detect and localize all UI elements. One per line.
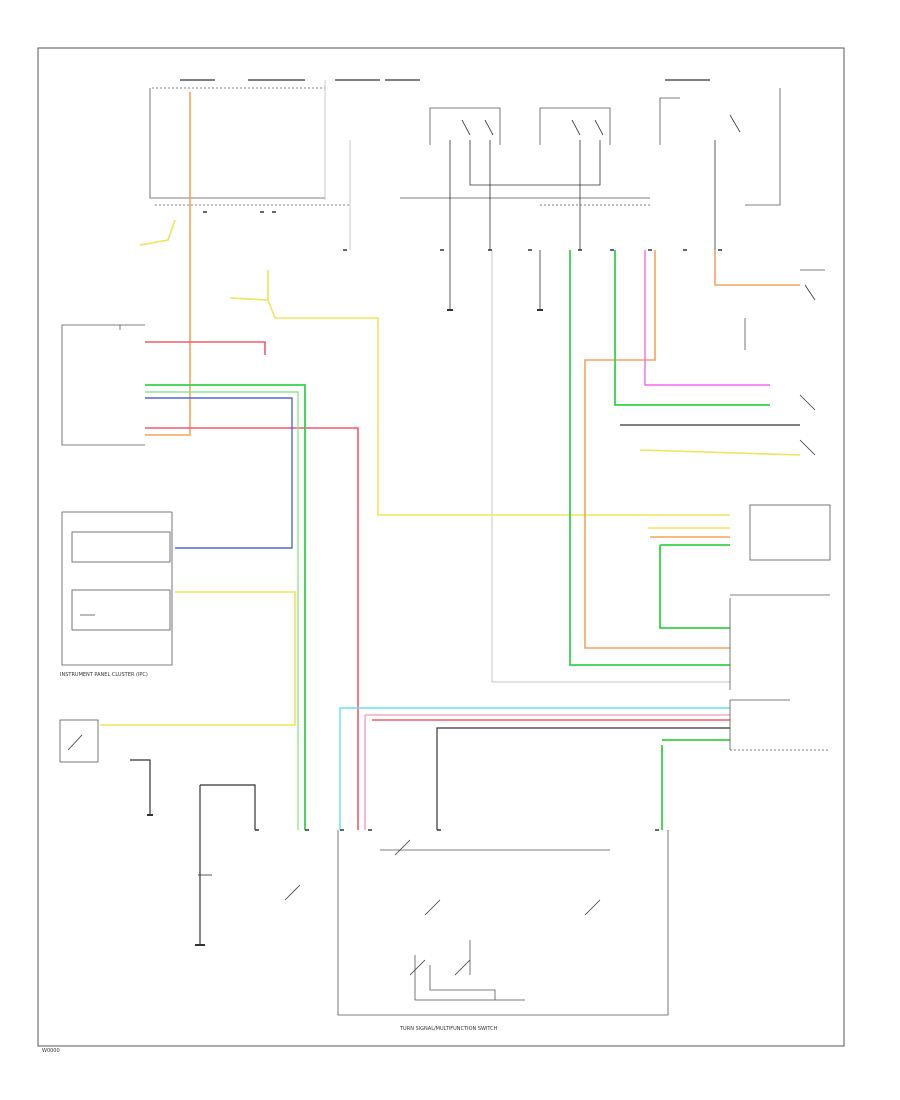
right-switches bbox=[799, 284, 816, 456]
magenta-wires bbox=[644, 250, 770, 386]
fuse-block-top bbox=[149, 79, 781, 206]
blue-wires bbox=[145, 397, 293, 549]
light-green-wires bbox=[145, 391, 299, 830]
gray-wires bbox=[324, 80, 730, 683]
right-modules bbox=[729, 269, 831, 751]
connector-ticks bbox=[203, 211, 722, 831]
cyan-wires bbox=[339, 707, 730, 830]
cluster-title: INSTRUMENT PANEL CLUSTER (IPC) bbox=[60, 672, 148, 678]
pink-wires bbox=[364, 714, 730, 830]
shifter-title: TURN SIGNAL/MULTIFUNCTION SWITCH bbox=[399, 1026, 498, 1032]
lower-left-switch bbox=[59, 719, 99, 763]
diagram-frame bbox=[37, 47, 845, 1047]
red-wires bbox=[145, 341, 730, 830]
orange-wires bbox=[145, 92, 800, 649]
yellow-wires bbox=[100, 219, 801, 726]
relay-switches bbox=[447, 114, 741, 311]
black-wires bbox=[130, 424, 800, 946]
green-wires bbox=[145, 250, 770, 830]
page-code: W0000 bbox=[42, 1048, 60, 1054]
multifunction-switch bbox=[198, 830, 669, 1016]
ipc-box bbox=[61, 324, 173, 666]
